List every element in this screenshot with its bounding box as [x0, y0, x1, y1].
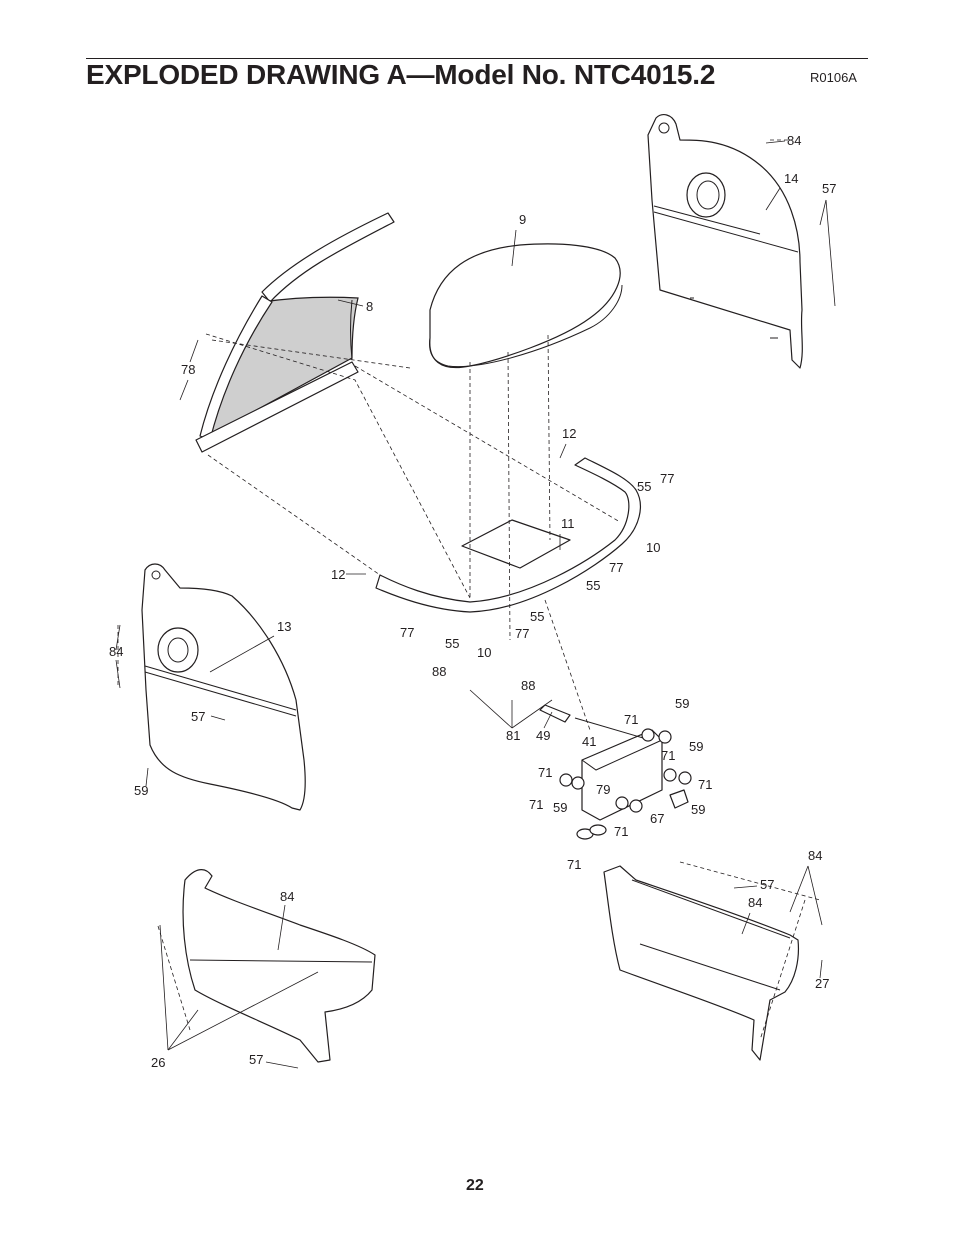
callout-8: 8 — [366, 299, 373, 314]
frame-crossbar — [375, 457, 641, 613]
callout-labels: 84 14 57 9 8 78 12 55 77 10 11 12 77 55 … — [109, 133, 836, 1070]
callout-26: 84 — [280, 889, 294, 904]
callout-59-d: 71 — [614, 824, 628, 839]
part-9-seat — [429, 243, 623, 369]
callout-67: 59 — [691, 802, 705, 817]
part-26-lower-left-shroud — [182, 869, 376, 1063]
drawing-reference: R0106A — [810, 70, 857, 85]
callout-12-right: 12 — [562, 426, 576, 441]
page-number: 22 — [466, 1177, 484, 1194]
callout-57-top: 57 — [822, 181, 836, 196]
callout-55-right: 55 — [637, 479, 651, 494]
callout-9: 9 — [519, 212, 526, 227]
callout-84-bottom-right-b: 27 — [815, 976, 829, 991]
callout-27: 84 — [748, 895, 762, 910]
callout-77-mid: 77 — [609, 560, 623, 575]
callout-12-left: 12 — [331, 567, 345, 582]
assembly-lines — [117, 139, 821, 1041]
callout-71-f: 67 — [650, 811, 664, 826]
callout-55-left: 55 — [445, 636, 459, 651]
callout-41: 41 — [582, 734, 596, 749]
callout-57-bottom-left: 26 — [151, 1055, 165, 1070]
header-rule — [86, 58, 868, 59]
callout-55-mid: 55 — [586, 578, 600, 593]
callout-59-e: 71 — [567, 857, 581, 872]
callout-77-right: 77 — [660, 471, 674, 486]
callout-71-d: 71 — [538, 765, 552, 780]
callout-84-bottom-right-a: 57 — [760, 877, 774, 892]
callout-88-right: 88 — [521, 678, 535, 693]
callout-10-left: 10 — [477, 645, 491, 660]
callout-57-left: 59 — [134, 783, 148, 798]
callout-84-left: 84 — [109, 644, 123, 659]
callout-13: 13 — [277, 619, 291, 634]
callout-78: 78 — [181, 362, 195, 377]
part-14-right-shroud — [647, 114, 803, 369]
callout-84-bottom-left: 57 — [249, 1052, 263, 1067]
callout-79: 59 — [553, 800, 567, 815]
callout-77-left: 77 — [400, 625, 414, 640]
callout-49: 49 — [536, 728, 550, 743]
part-11-bracket — [461, 519, 571, 569]
callout-14: 14 — [784, 171, 798, 186]
callout-10-right: 10 — [646, 540, 660, 555]
part-13-left-shroud — [141, 563, 306, 811]
part-41-wheel-assembly — [539, 704, 692, 840]
callout-59-a: 59 — [675, 696, 689, 711]
callout-57-bottom-right: 84 — [808, 848, 822, 863]
callout-84-mid-left: 57 — [191, 709, 205, 724]
leader-lines — [115, 140, 836, 1069]
callout-71-e: 79 — [596, 782, 610, 797]
callout-77-center: 77 — [515, 626, 529, 641]
callout-81: 81 — [506, 728, 520, 743]
callout-88-left: 88 — [432, 664, 446, 679]
callout-84-top: 84 — [787, 133, 801, 148]
callout-71-c: 71 — [698, 777, 712, 792]
callout-71-a: 71 — [624, 712, 638, 727]
part-8-seat-back — [195, 212, 395, 453]
page-title: EXPLODED DRAWING A—Model No. NTC4015.2 — [86, 59, 716, 90]
part-27-lower-right-shroud — [603, 865, 800, 1061]
callout-11: 11 — [561, 516, 575, 531]
callout-59-c: 71 — [529, 797, 543, 812]
callout-55-center: 55 — [530, 609, 544, 624]
callout-59-b: 59 — [689, 739, 703, 754]
callout-71-b: 71 — [661, 748, 675, 763]
